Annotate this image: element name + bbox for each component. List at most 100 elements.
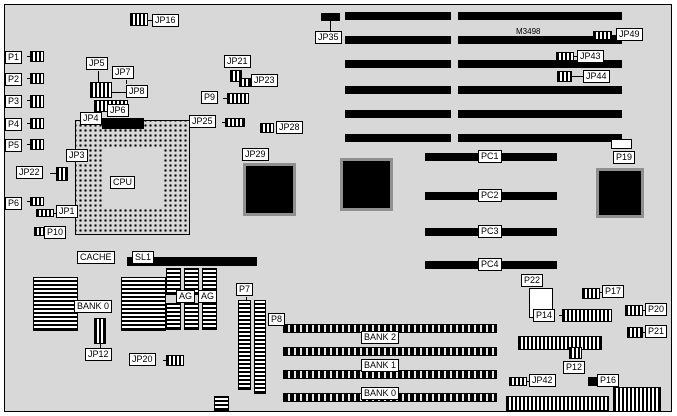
leader-line <box>100 344 101 348</box>
isa-slot-segment <box>458 134 622 142</box>
leader-line <box>27 144 30 145</box>
isa-slot-segment <box>345 12 451 20</box>
label-jp12: JP12 <box>85 348 112 361</box>
label-p21: P21 <box>645 325 668 338</box>
p3-connector <box>30 95 44 108</box>
leader-line <box>27 100 30 101</box>
label-p6: P6 <box>5 197 23 210</box>
isa-slot-segment <box>458 86 622 94</box>
label-jp25: JP25 <box>189 115 216 128</box>
label-pc4: PC4 <box>478 258 502 271</box>
p4-connector <box>30 118 44 129</box>
label-p3: P3 <box>5 95 23 108</box>
leader-line <box>600 292 602 293</box>
simm-socket-2 <box>283 347 497 356</box>
label-jp21: JP21 <box>224 55 251 68</box>
jp5-jumper-block <box>90 82 112 98</box>
label-jp42: JP42 <box>529 374 556 387</box>
label-tag-a: AG <box>176 290 196 303</box>
leader-line <box>27 123 30 124</box>
label-bank0: BANK 0 <box>361 387 400 400</box>
leader-line <box>222 122 225 123</box>
power-connector <box>506 396 609 411</box>
small-dip-chip <box>214 396 229 411</box>
label-jp20: JP20 <box>129 353 156 366</box>
label-bank1: BANK 1 <box>361 359 400 372</box>
label-p12: P12 <box>563 361 586 374</box>
leader-line <box>612 35 616 36</box>
jp42-connector <box>509 377 527 386</box>
label-p1: P1 <box>5 51 23 64</box>
label-jp43: JP43 <box>577 50 604 63</box>
tag-chip <box>166 268 181 295</box>
jp12-connector <box>94 318 106 344</box>
label-p8: P8 <box>268 313 286 326</box>
label-p16: P16 <box>597 374 620 387</box>
leader-line <box>50 173 56 174</box>
qfp-chip-2 <box>340 158 393 211</box>
label-p5: P5 <box>5 139 23 152</box>
leader-line <box>126 80 127 84</box>
isa-slot-segment <box>345 60 451 68</box>
leader-line <box>54 213 56 214</box>
label-p4: P4 <box>5 118 23 131</box>
label-jp29: JP29 <box>242 148 269 161</box>
isa-slot-segment <box>345 36 451 44</box>
jp44-connector <box>557 71 572 82</box>
label-p10: P10 <box>44 226 67 239</box>
jp4-jp6-connector <box>102 118 144 129</box>
jp16-connector <box>130 13 148 26</box>
label-jp6: JP6 <box>107 104 129 117</box>
label-jp4: JP4 <box>80 112 102 125</box>
label-jp22: JP22 <box>16 166 43 179</box>
isa-slot-segment <box>345 86 451 94</box>
label-p7: P7 <box>236 283 254 296</box>
label-jp49: JP49 <box>616 28 643 41</box>
p1-connector <box>30 51 44 62</box>
isa-slot-segment <box>458 36 622 44</box>
label-jp28: JP28 <box>276 121 303 134</box>
leader-line <box>27 78 30 79</box>
leader-line <box>574 56 577 57</box>
leader-line <box>112 92 126 93</box>
jp22-connector <box>56 167 68 181</box>
label-p14: P14 <box>533 309 556 322</box>
leader-line <box>27 56 30 57</box>
leader-line <box>246 297 247 300</box>
label-jp23: JP23 <box>251 74 278 87</box>
label-tag-b: AG <box>198 290 218 303</box>
sl1-slot <box>127 257 257 266</box>
part-number: M3498 <box>516 27 541 36</box>
label-jp8: JP8 <box>126 85 148 98</box>
label-jp5: JP5 <box>86 57 108 70</box>
leader-line <box>330 21 331 31</box>
p20-connector <box>625 305 643 316</box>
leader-line <box>559 315 562 316</box>
jp1-connector <box>36 209 54 217</box>
leader-line <box>572 76 583 77</box>
label-jp3: JP3 <box>66 149 88 162</box>
label-pc3: PC3 <box>478 225 502 238</box>
label-cache: CACHE <box>77 251 115 264</box>
isa-slot-segment <box>345 110 451 118</box>
keyboard-connector <box>613 387 661 412</box>
label-bank0-cache: BANK 0 <box>74 300 113 313</box>
p6-connector <box>30 197 44 206</box>
jp20-connector <box>166 355 184 366</box>
p7-header <box>238 300 251 390</box>
label-jp44: JP44 <box>583 70 610 83</box>
label-cpu: CPU <box>110 176 136 189</box>
leader-line <box>527 381 529 382</box>
leader-line <box>643 310 645 311</box>
label-jp35: JP35 <box>315 31 342 44</box>
cache-chip-right <box>121 277 166 331</box>
jp49-connector <box>593 31 612 40</box>
label-p17: P17 <box>602 285 625 298</box>
isa-slot-segment <box>458 12 622 20</box>
isa-slot-segment <box>458 60 622 68</box>
p19-connector <box>611 139 632 149</box>
qfp-chip-1 <box>243 163 296 216</box>
jp23-connector <box>239 78 251 87</box>
label-p19: P19 <box>613 151 636 164</box>
